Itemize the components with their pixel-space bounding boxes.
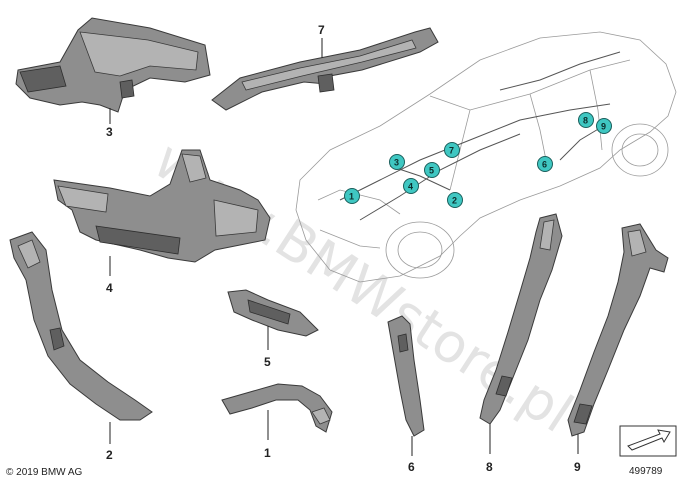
svg-text:2: 2 <box>452 196 457 206</box>
callout-4[interactable]: 4 <box>403 178 419 194</box>
part-number-4: 4 <box>106 281 113 295</box>
part-number-9: 9 <box>574 460 581 474</box>
part-number-5: 5 <box>264 355 271 369</box>
callout-2[interactable]: 2 <box>447 192 463 208</box>
part-9-duct[interactable] <box>567 223 669 437</box>
part-5-bracket[interactable] <box>227 289 319 337</box>
part-number-2: 2 <box>106 448 113 462</box>
part-number-8: 8 <box>486 460 493 474</box>
svg-text:4: 4 <box>408 182 413 192</box>
callout-9[interactable]: 9 <box>596 118 612 134</box>
svg-text:1: 1 <box>349 192 354 202</box>
part-6-duct[interactable] <box>387 315 425 437</box>
arrow-box-icon <box>619 425 677 457</box>
callout-3[interactable]: 3 <box>389 154 405 170</box>
callout-7[interactable]: 7 <box>444 142 460 158</box>
part-number-7: 7 <box>318 23 325 37</box>
callout-6[interactable]: 6 <box>537 156 553 172</box>
part-8-duct[interactable] <box>479 213 563 425</box>
svg-text:5: 5 <box>429 166 434 176</box>
svg-text:6: 6 <box>542 160 547 170</box>
svg-text:9: 9 <box>601 122 606 132</box>
part-3-duct[interactable] <box>15 17 211 113</box>
svg-text:8: 8 <box>583 116 588 126</box>
part-number-3: 3 <box>106 125 113 139</box>
part-number-6: 6 <box>408 460 415 474</box>
callout-1[interactable]: 1 <box>344 188 360 204</box>
part-2-duct[interactable] <box>9 231 153 421</box>
part-1-hose[interactable] <box>221 383 333 433</box>
part-4-duct[interactable] <box>53 149 271 263</box>
part-number-1: 1 <box>264 446 271 460</box>
callout-5[interactable]: 5 <box>424 162 440 178</box>
copyright: © 2019 BMW AG <box>6 467 83 478</box>
svg-text:3: 3 <box>394 158 399 168</box>
part-7-duct[interactable] <box>211 27 439 111</box>
doc-number: 499789 <box>629 466 663 477</box>
callout-8[interactable]: 8 <box>578 112 594 128</box>
svg-text:7: 7 <box>449 146 454 156</box>
